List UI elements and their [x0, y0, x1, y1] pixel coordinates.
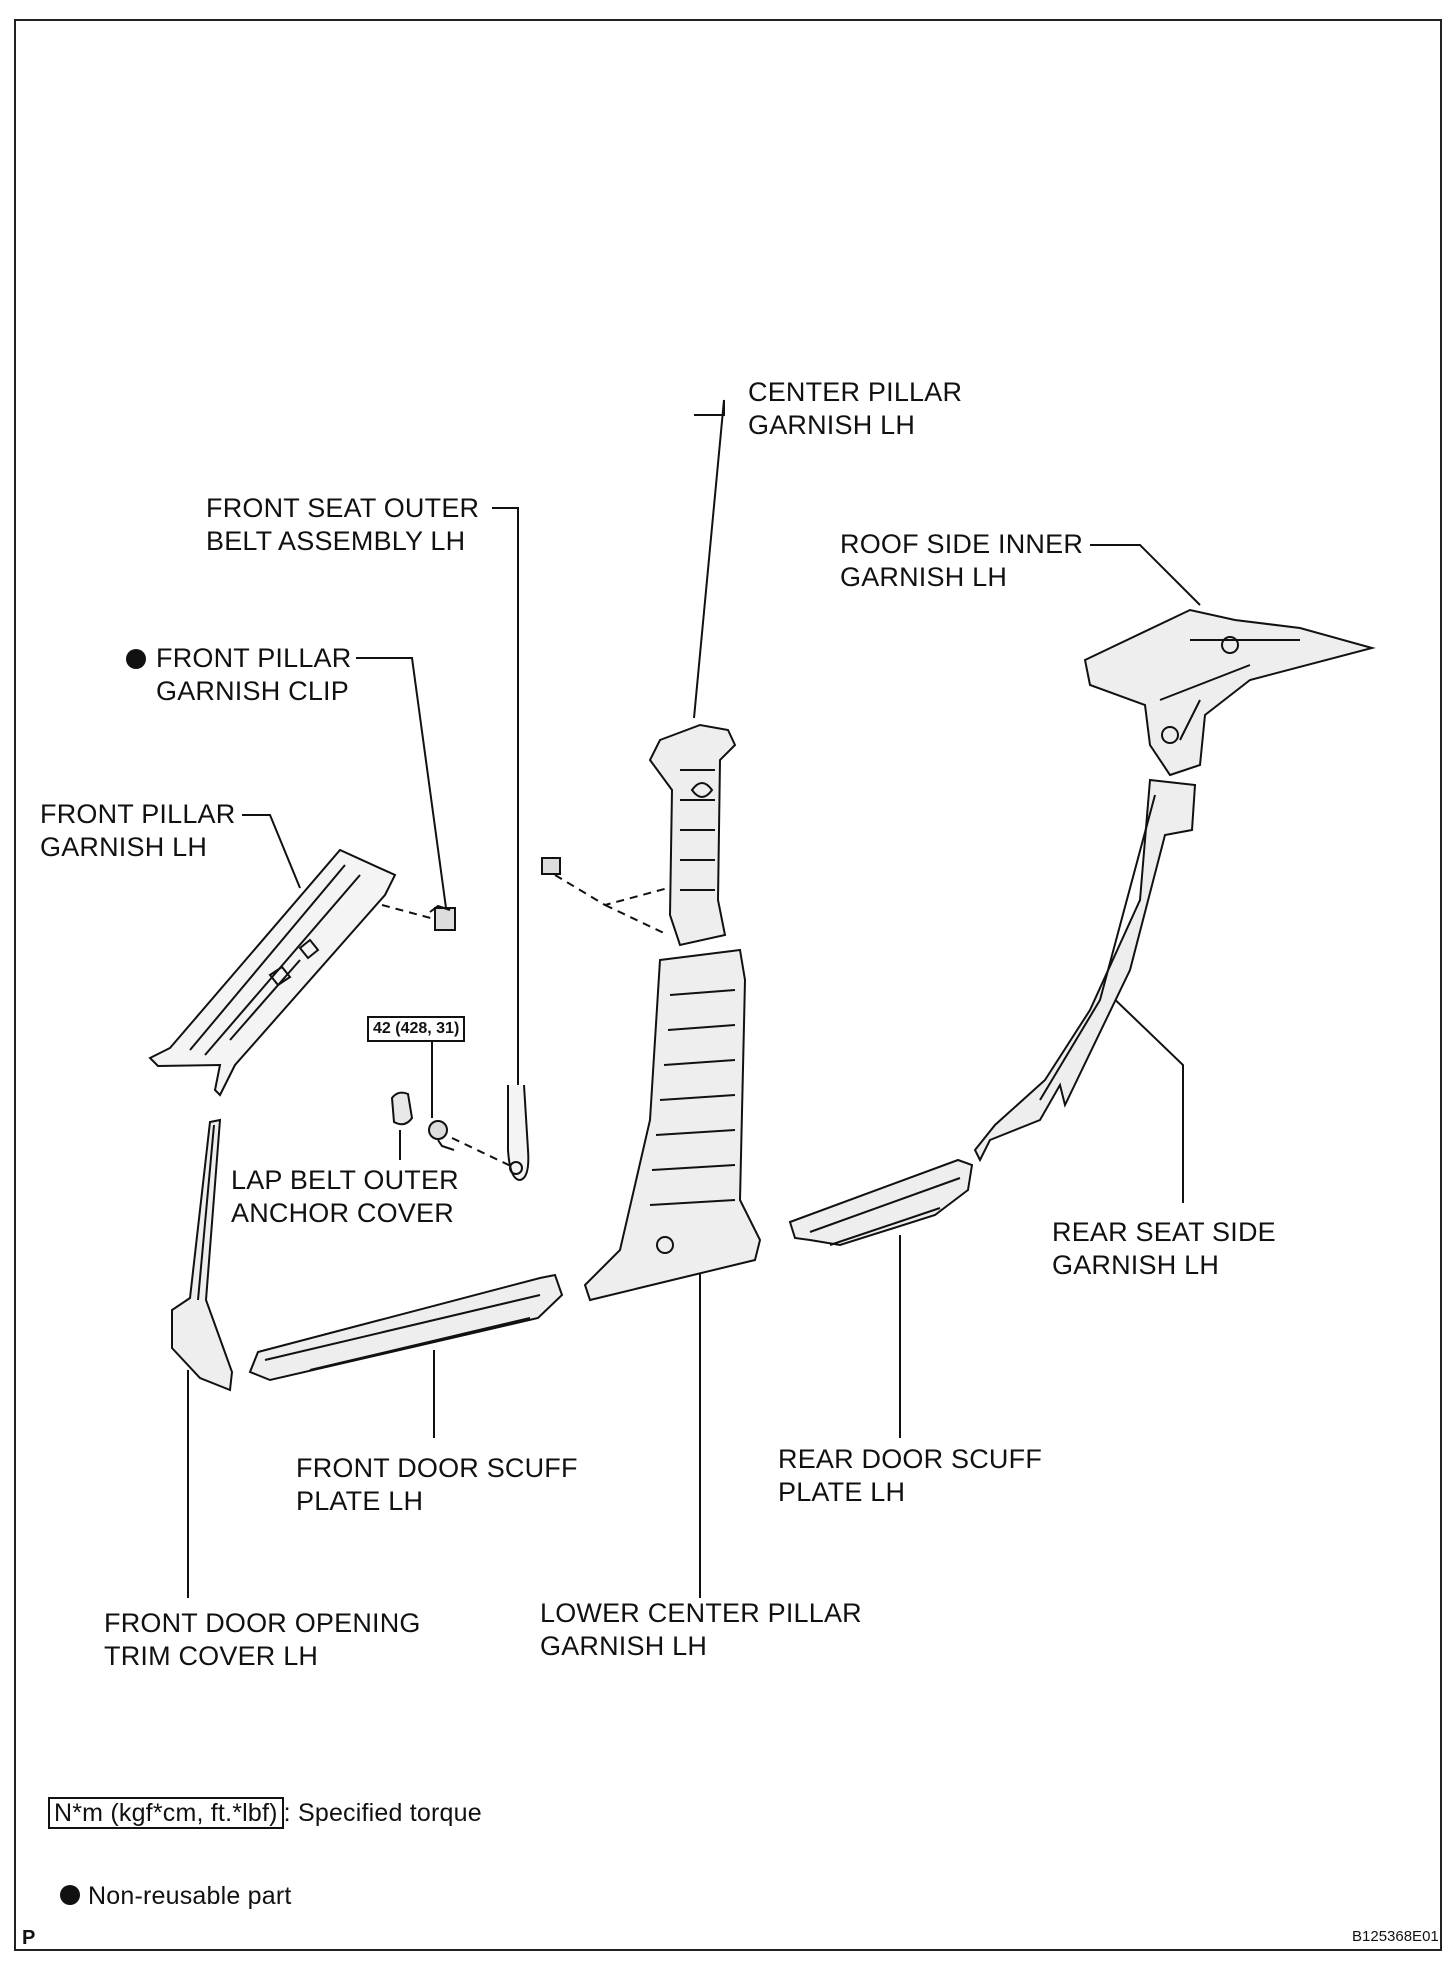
torque-legend-text: : Specified torque [283, 1799, 482, 1827]
center-pillar-garnish-shape [648, 723, 737, 947]
figure-id: B125368E01 [1352, 1928, 1439, 1945]
diagram-frame [14, 19, 1442, 1951]
rear-seat-side-garnish-shape [973, 778, 1197, 1163]
front-seat-belt-shape [507, 1084, 530, 1182]
bolt-shape [428, 1120, 455, 1151]
lap-belt-cover-shape [390, 1091, 414, 1126]
footer-left-mark: P [22, 1927, 36, 1949]
lower-center-pillar-shape [583, 948, 762, 1302]
leader-front-pillar [242, 814, 301, 889]
roof-side-inner-garnish-shape [1083, 608, 1376, 777]
front-door-scuff-plate-shape [248, 1273, 564, 1382]
leader-rear-seat-side [1104, 989, 1184, 1203]
leader-front-pillar-clip [356, 657, 447, 909]
front-door-opening-trim-shape [171, 1118, 234, 1392]
leader-front-seat-belt [492, 507, 519, 1085]
torque-spec-box: 42 (428, 31) [367, 1016, 466, 1042]
leader-center-pillar [693, 399, 725, 719]
leader-roof-side [1090, 544, 1201, 606]
legend-non-reusable: Non-reusable part [88, 1882, 292, 1910]
legend-torque: N*m (kgf*cm, ft.*lbf): Specified torque [48, 1797, 482, 1830]
front-pillar-garnish-shape [148, 848, 397, 1097]
front-pillar-clip-shape [429, 904, 456, 931]
torque-unit-box: N*m (kgf*cm, ft.*lbf) [48, 1797, 284, 1829]
small-clip-shape [541, 857, 561, 875]
rear-door-scuff-plate-shape [788, 1158, 974, 1247]
